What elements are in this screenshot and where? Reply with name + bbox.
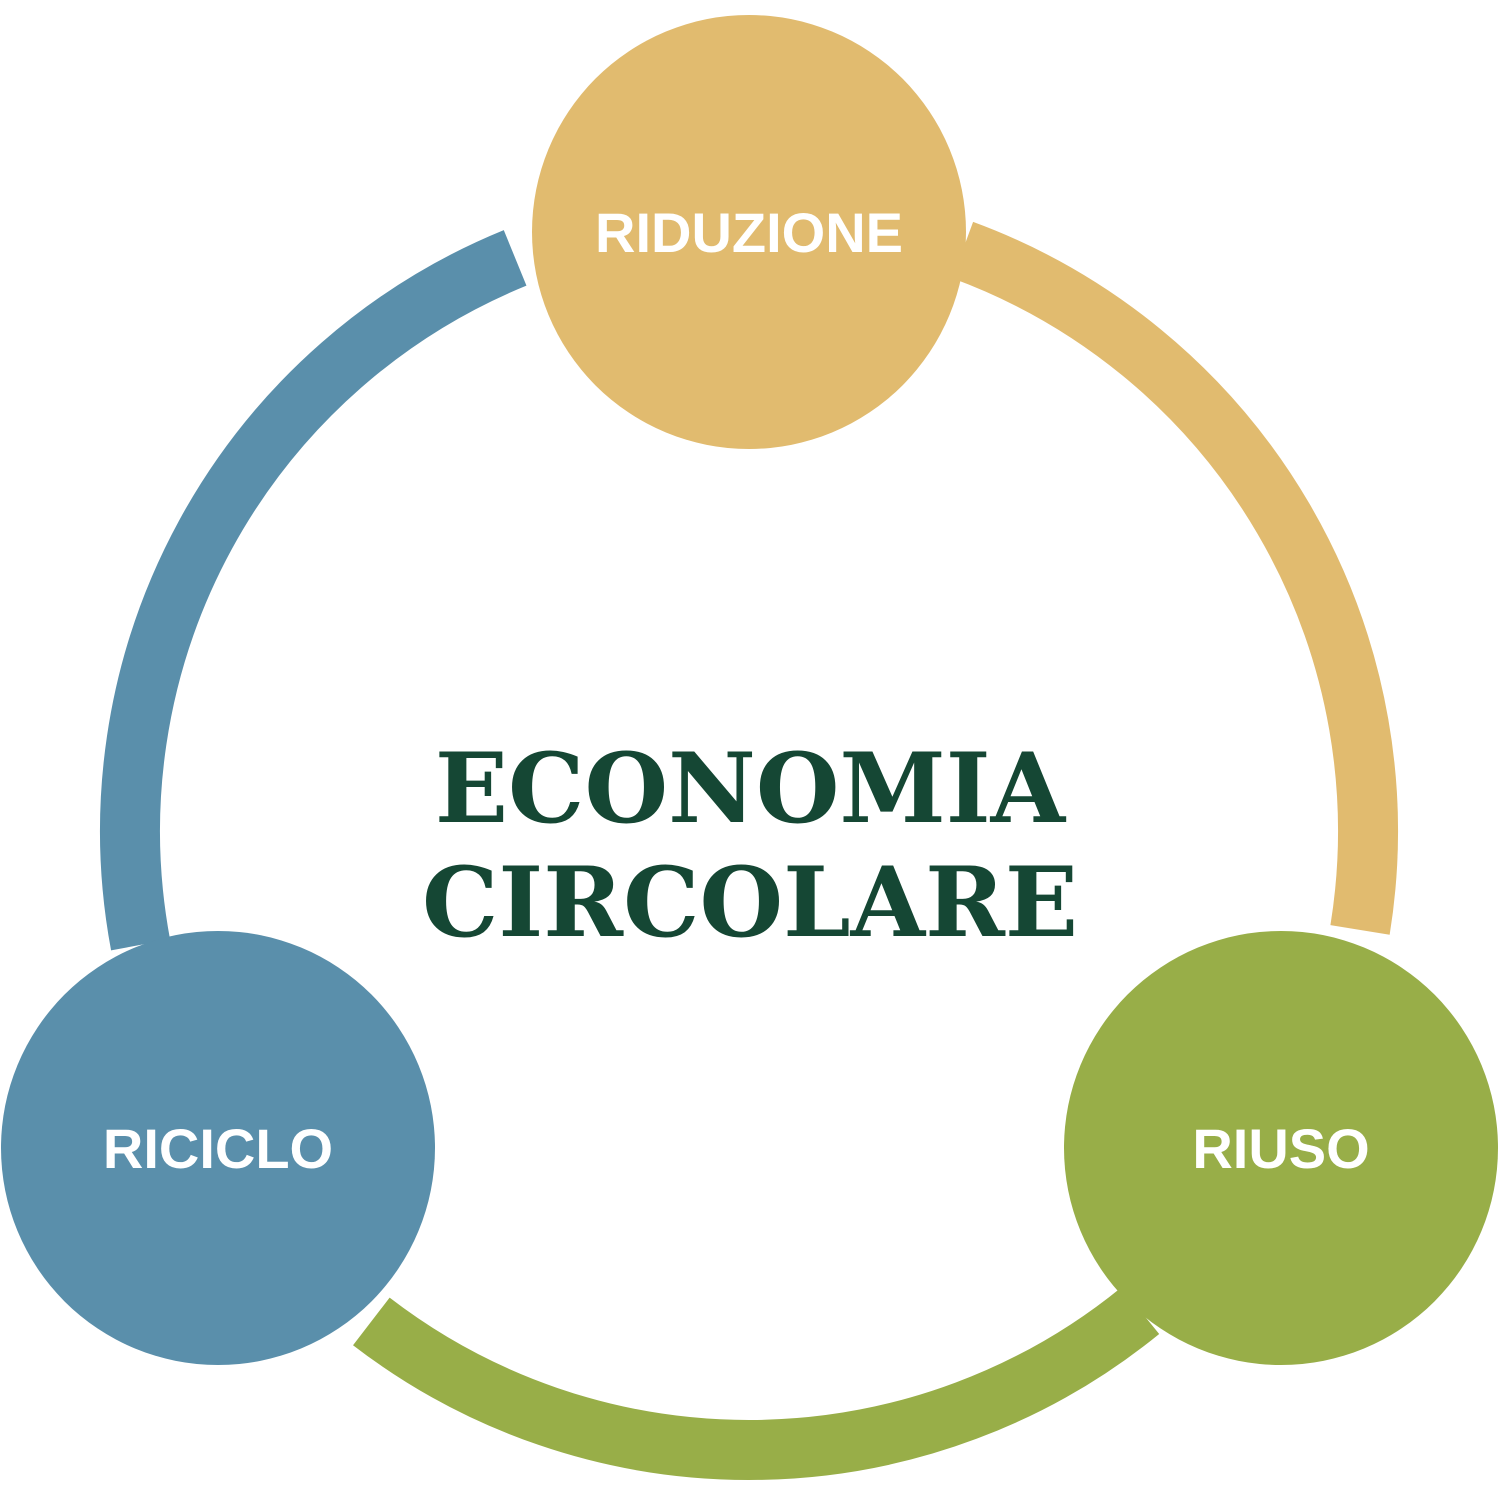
arc-riduzione-to-riuso [952,221,1398,935]
node-circle-riuso [1064,931,1498,1365]
title-line-1: ECONOMIA [435,732,1067,845]
arc-riciclo-to-riduzione [100,230,527,951]
node-riuso: RIUSO [1064,931,1498,1365]
node-circle-riciclo [1,931,435,1365]
node-riduzione: RIDUZIONE [532,15,966,449]
node-label-riciclo: RICICLO [103,1117,333,1180]
node-label-riuso: RIUSO [1192,1117,1369,1180]
node-riciclo: RICICLO [1,931,435,1365]
node-label-riduzione: RIDUZIONE [595,201,903,264]
node-circle-riduzione [532,15,966,449]
title-line-2: CIRCOLARE [422,846,1078,959]
arc-riuso-to-riciclo [353,1287,1160,1480]
